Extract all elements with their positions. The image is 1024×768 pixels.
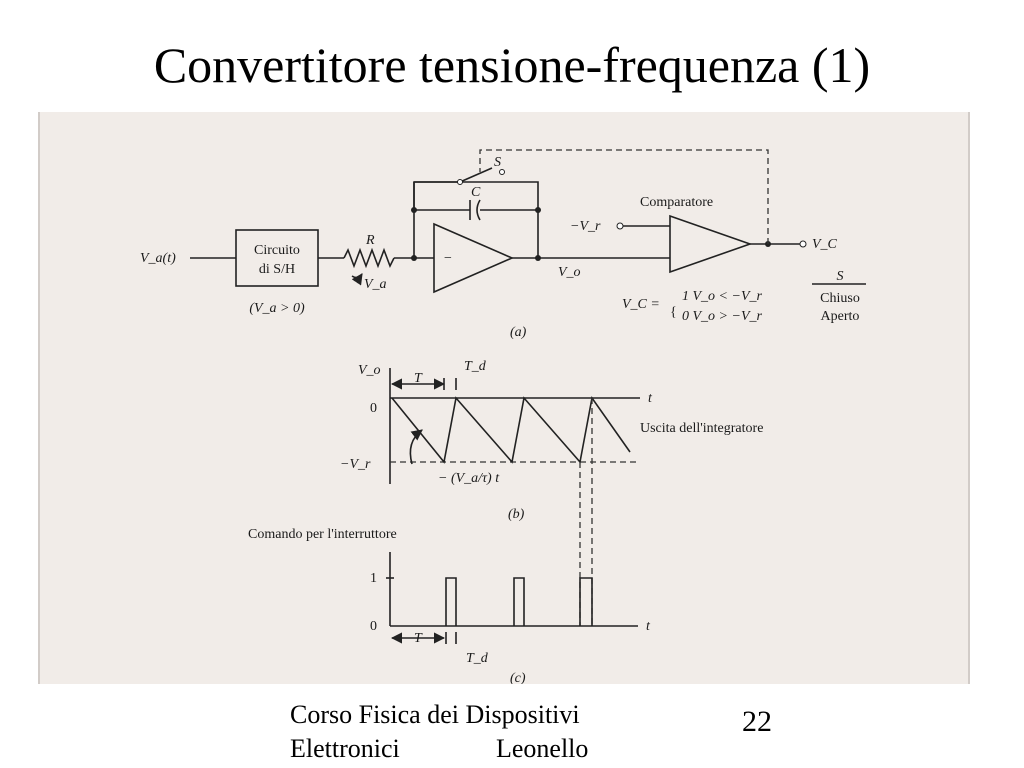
integrator-discharge-label: T_d	[464, 359, 487, 374]
slide-title: Convertitore tensione-frequenza (1)	[153, 37, 871, 93]
switch-plot: Comando per l'interruttore t 1 0 T T_d (…	[248, 527, 651, 684]
footer-course-line2: Elettronici	[290, 734, 400, 763]
integrator-curve-label: Uscita dell'integratore	[640, 421, 763, 436]
switch-discharge-label: T_d	[466, 651, 489, 666]
reference-label: −V_r	[570, 219, 601, 234]
control-dashed-line	[479, 149, 769, 244]
feedback-capacitor-loop	[413, 181, 539, 260]
switch-label: S	[494, 155, 501, 170]
slope-arrow	[409, 429, 423, 465]
truth-brace: {	[670, 305, 677, 320]
integrator-sign: −	[444, 251, 452, 266]
truth-table-header: S	[837, 269, 844, 284]
switch-pulse-1	[445, 577, 457, 626]
input-label: V_a(t)	[140, 251, 176, 266]
resistor-voltage-arrow	[351, 273, 363, 286]
switch-plot-title: Comando per l'interruttore	[248, 527, 397, 542]
switch-contact-left	[457, 179, 463, 185]
switch-tick-one: 1	[370, 571, 377, 586]
switch-period-label: T	[414, 631, 423, 646]
slope-label: − (V_a/τ) t	[438, 471, 500, 486]
truth-row2: 0 V_o > −V_r	[682, 309, 762, 324]
switch-contact-right	[499, 169, 505, 175]
footer-author: Leonello	[496, 734, 589, 763]
integrator-tick-zero: 0	[370, 401, 377, 416]
truth-row2-state: Aperto	[821, 309, 860, 324]
integrator-y-label: V_o	[358, 363, 381, 378]
switch-caption: (c)	[510, 671, 526, 684]
comparator-output-label: V_C	[812, 237, 838, 252]
comparator-label: Comparatore	[640, 195, 713, 210]
integrator-tick-neg: −V_r	[340, 457, 371, 472]
capacitor-label: C	[471, 185, 481, 200]
switch-pulse-2	[513, 577, 525, 626]
resistor-symbol	[343, 247, 395, 269]
comparator-opamp	[669, 214, 753, 274]
truth-lhs: V_C =	[622, 297, 660, 312]
sh-block-line2: di S/H	[259, 262, 295, 277]
circuit-figure-panel: V_a(t) Circuito di S/H (V_a > 0) R V_a C	[38, 112, 970, 684]
page-number: 22	[742, 705, 772, 738]
resistor-voltage: V_a	[364, 277, 387, 292]
circuit-diagram: V_a(t) Circuito di S/H (V_a > 0) R V_a C	[140, 149, 866, 340]
sh-block	[235, 229, 319, 287]
sh-block-line1: Circuito	[254, 243, 300, 258]
truth-row1: 1 V_o < −V_r	[682, 289, 762, 304]
switch-x-label: t	[646, 619, 651, 634]
switch-tick-zero: 0	[370, 619, 377, 634]
switch-blade	[459, 167, 493, 183]
figure-svg: V_a(t) Circuito di S/H (V_a > 0) R V_a C	[140, 149, 866, 684]
integrator-x-label: t	[648, 391, 653, 406]
switch-pulse-3	[579, 577, 593, 626]
resistor-label: R	[365, 233, 375, 248]
sh-condition: (V_a > 0)	[249, 301, 305, 316]
integrator-output-label: V_o	[558, 265, 581, 280]
integrator-plot: V_o t 0 −V_r T T_d − (V_a/τ) t Uscita de…	[340, 359, 763, 626]
capacitor-plate-right	[476, 199, 481, 221]
circuit-caption: (a)	[510, 325, 527, 340]
integrator-caption: (b)	[508, 507, 525, 522]
integrator-period-label: T	[414, 371, 423, 386]
integrator-opamp	[433, 222, 515, 294]
footer-course: Corso Fisica dei Dispositivi	[290, 700, 580, 729]
integrator-sawtooth	[391, 395, 631, 464]
truth-row1-state: Chiuso	[820, 291, 860, 306]
